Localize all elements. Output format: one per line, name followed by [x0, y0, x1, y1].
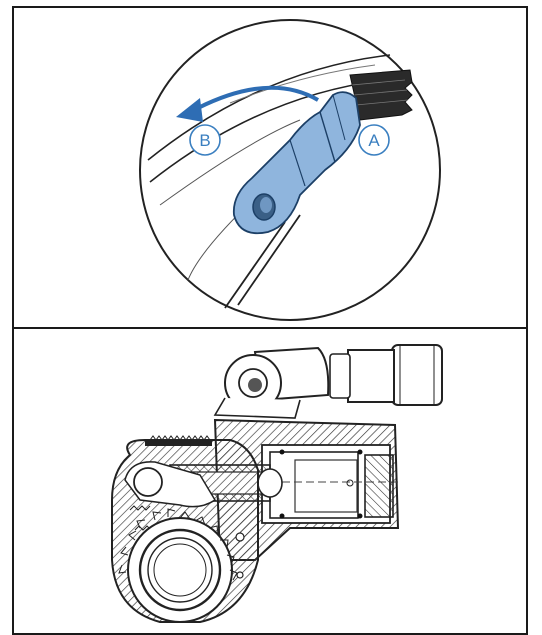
pawl-part	[232, 91, 361, 235]
swivel-connector	[213, 344, 443, 419]
cylinder-housing	[213, 418, 400, 561]
callout-a-label: A	[368, 131, 380, 150]
bottom-panel-cross-section	[111, 344, 443, 623]
ratchet-teeth	[349, 69, 413, 121]
callout-a: A	[358, 124, 390, 156]
ratchet-head	[111, 435, 259, 623]
top-panel-detail-view: B A	[139, 19, 441, 321]
callout-b-label: B	[199, 131, 210, 150]
rotation-arrow	[176, 85, 320, 122]
figure-frame	[12, 6, 528, 635]
callout-b: B	[189, 124, 221, 156]
